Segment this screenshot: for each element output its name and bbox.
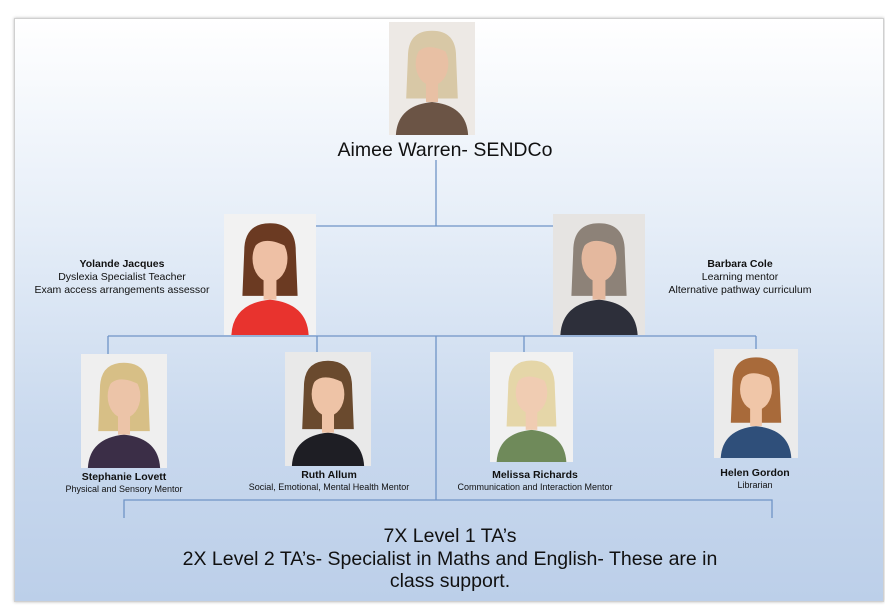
melissa-role: Communication and Interaction Mentor	[457, 482, 613, 492]
support-staff-line-2: 2X Level 2 TA’s- Specialist in Maths and…	[182, 547, 718, 570]
portrait-face	[515, 371, 548, 414]
yolande-caption: Yolande Jacques Dyslexia Specialist Teac…	[14, 258, 230, 297]
portrait-fringe	[414, 41, 450, 57]
support-staff-text: 7X Level 1 TA’s 2X Level 2 TA’s- Special…	[140, 525, 760, 593]
portrait-fringe	[310, 371, 346, 388]
portrait-neck	[425, 82, 439, 102]
portrait-clothing	[496, 429, 567, 462]
portrait-neck	[263, 279, 277, 300]
stephanie-role: Physical and Sensory Mentor	[65, 484, 183, 494]
helen-role: Librarian	[737, 480, 773, 490]
helen-photo	[714, 349, 798, 458]
stephanie-name: Stephanie Lovett	[81, 471, 167, 483]
portrait-fringe	[514, 370, 549, 386]
portrait-face	[107, 374, 141, 419]
ruth-role: Social, Emotional, Mental Health Mentor	[248, 482, 410, 492]
portrait-graphic	[224, 214, 316, 335]
support-staff-line-1: 7X Level 1 TA’s	[383, 525, 517, 547]
barbara-role-2: Alternative pathway curriculum	[668, 284, 812, 296]
ruth-photo	[285, 352, 371, 466]
portrait-clothing	[395, 101, 469, 135]
support-staff-line-3: class support.	[389, 570, 511, 592]
barbara-name: Barbara Cole	[707, 258, 773, 270]
connector-ta-bracket	[123, 499, 773, 518]
helen-name: Helen Gordon	[720, 467, 790, 479]
portrait-graphic	[714, 349, 798, 458]
portrait-face	[311, 372, 345, 417]
yolande-role-1: Dyslexia Specialist Teacher	[58, 271, 186, 283]
portrait-clothing	[560, 299, 638, 335]
portrait-clothing	[720, 426, 792, 458]
portrait-face	[740, 368, 772, 411]
portrait-clothing	[231, 299, 309, 335]
head-name-title: Aimee Warren- SENDCo	[337, 139, 553, 161]
portrait-fringe	[580, 234, 618, 252]
yolande-photo	[224, 214, 316, 335]
portrait-clothing	[87, 434, 161, 468]
yolande-name: Yolande Jacques	[79, 258, 165, 270]
portrait-fringe	[106, 373, 142, 390]
portrait-neck	[117, 415, 131, 435]
portrait-neck	[750, 407, 762, 427]
portrait-clothing	[291, 432, 365, 466]
barbara-role-1: Learning mentor	[701, 271, 779, 283]
melissa-photo	[490, 352, 573, 462]
portrait-graphic	[81, 354, 167, 468]
portrait-fringe	[739, 367, 773, 383]
portrait-graphic	[285, 352, 371, 466]
portrait-neck	[525, 411, 538, 430]
portrait-face	[252, 235, 288, 282]
portrait-graphic	[490, 352, 573, 462]
barbara-caption: Barbara Cole Learning mentor Alternative…	[640, 258, 840, 297]
portrait-fringe	[251, 234, 289, 252]
portrait-neck	[321, 413, 335, 433]
ruth-name: Ruth Allum	[301, 469, 357, 481]
barbara-photo	[553, 214, 645, 335]
melissa-name: Melissa Richards	[492, 469, 578, 481]
stephanie-photo	[81, 354, 167, 468]
yolande-role-2: Exam access arrangements assessor	[34, 284, 210, 296]
portrait-face	[581, 235, 617, 282]
portrait-graphic	[389, 22, 475, 135]
portrait-neck	[592, 279, 606, 300]
portrait-face	[415, 41, 449, 86]
head-photo	[389, 22, 475, 135]
portrait-graphic	[553, 214, 645, 335]
